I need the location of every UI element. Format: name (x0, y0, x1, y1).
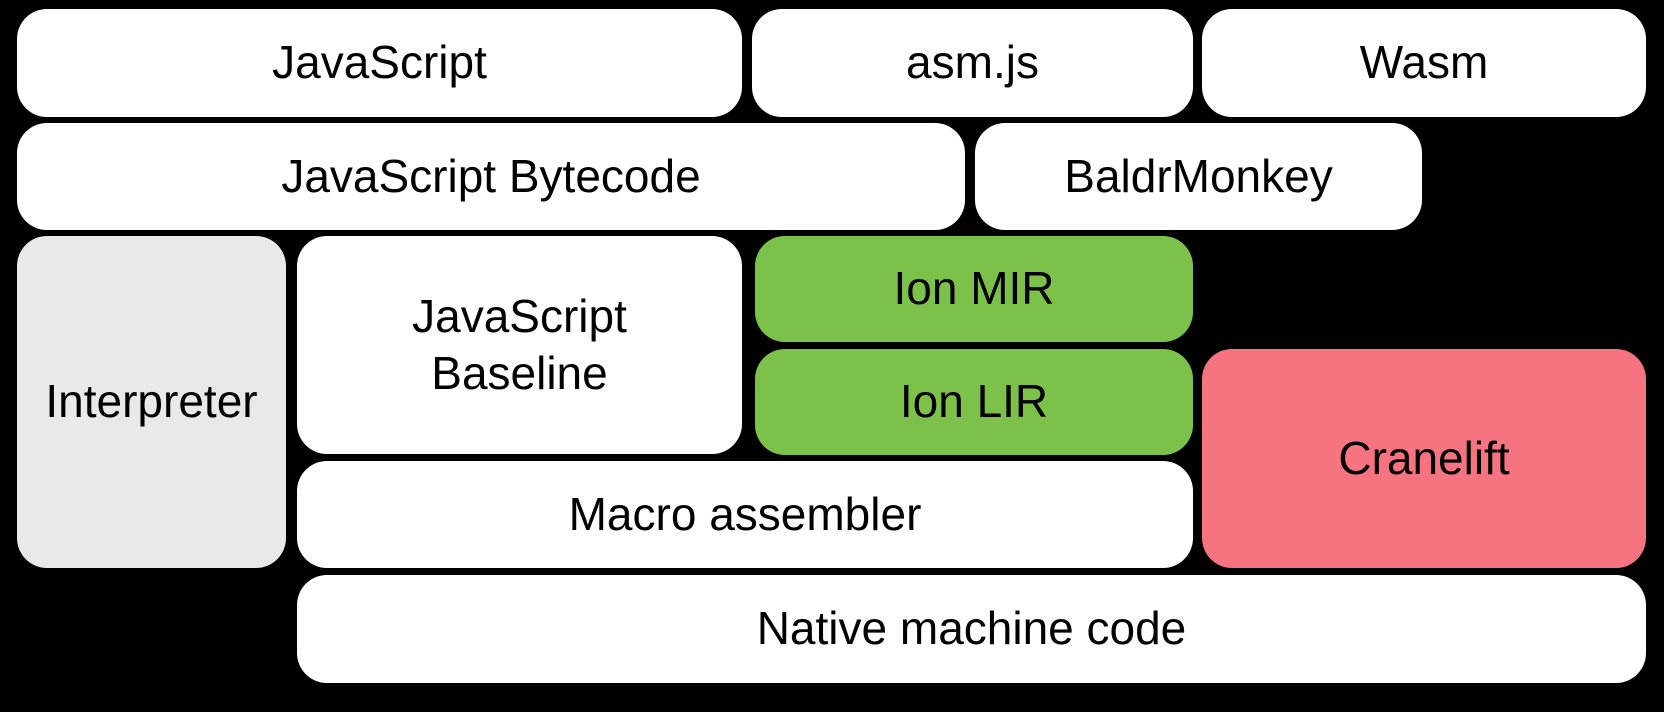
box-macro-assembler-label: Macro assembler (568, 487, 922, 540)
box-wasm-label: Wasm (1359, 36, 1489, 89)
box-cranelift: Cranelift (1202, 349, 1646, 568)
box-macro-assembler: Macro assembler (297, 461, 1193, 568)
box-javascript: JavaScript (17, 9, 742, 117)
box-interpreter-label: Interpreter (45, 375, 258, 428)
box-ion-lir-label: Ion LIR (899, 375, 1049, 428)
box-ion-mir: Ion MIR (755, 236, 1193, 342)
box-javascript-baseline-label: JavaScript Baseline (412, 289, 627, 400)
box-interpreter: Interpreter (17, 236, 286, 568)
box-javascript-label: JavaScript (272, 36, 487, 89)
box-asmjs: asm.js (752, 9, 1193, 117)
box-asmjs-label: asm.js (906, 36, 1039, 89)
box-javascript-bytecode-label: JavaScript Bytecode (281, 149, 701, 202)
box-javascript-bytecode: JavaScript Bytecode (17, 123, 965, 230)
box-wasm: Wasm (1202, 9, 1646, 117)
box-ion-mir-label: Ion MIR (893, 262, 1055, 315)
box-native-machine-code-label: Native machine code (756, 602, 1187, 655)
box-baldrmonkey: BaldrMonkey (975, 123, 1422, 230)
box-baldrmonkey-label: BaldrMonkey (1064, 149, 1333, 202)
box-ion-lir: Ion LIR (755, 349, 1193, 455)
box-native-machine-code: Native machine code (297, 575, 1646, 683)
box-javascript-baseline: JavaScript Baseline (297, 236, 742, 454)
box-cranelift-label: Cranelift (1338, 431, 1510, 484)
